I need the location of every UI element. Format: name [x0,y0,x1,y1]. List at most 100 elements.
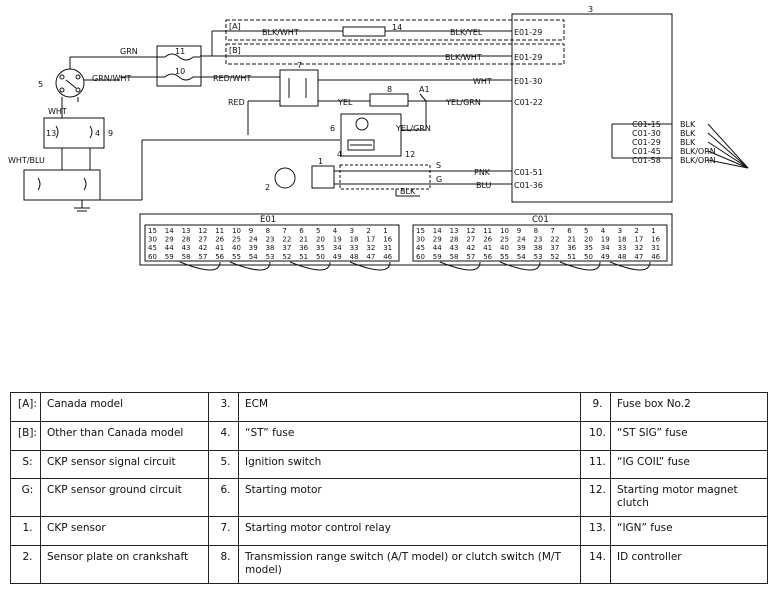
c01-pin-30: 30 [416,236,425,244]
e01-pin-12: 12 [198,227,207,235]
legend-key: [B]: [10,420,41,451]
e01-pin-38: 38 [266,244,275,252]
e01-pin-20: 20 [316,236,325,244]
num-14: 14 [392,23,402,32]
c01-pin-56: 56 [483,253,492,261]
e01-pin-21: 21 [299,236,308,244]
ground-terminal-3: C01-45 [632,147,661,156]
id-controller [342,26,386,37]
wire-label-g: G [436,175,442,184]
legend-key: G: [10,478,41,518]
e01-pin-40: 40 [232,244,241,252]
legend-key: 12. [580,478,611,518]
region-a-box [225,19,565,41]
c01-pin-4: 4 [601,227,606,235]
wire-label-blk-wht-a: BLK/WHT [262,28,299,37]
wire-label-pnk: PNK [474,168,491,177]
ecm-box [511,13,673,203]
c01-pin-10: 10 [500,227,509,235]
e01-pin-56: 56 [215,253,224,261]
e01-pin-18: 18 [350,236,359,244]
c01-pin-43: 43 [450,244,459,252]
legend-desc: ECM [238,392,581,422]
c01-pin-1: 1 [651,227,655,235]
e01-pin-44: 44 [165,244,174,252]
ground-terminal-4: C01-58 [632,156,661,165]
region-b-box [225,43,565,65]
legend-desc: Starting motor control relay [238,516,581,546]
legend-desc: “ST SIG” fuse [610,420,768,451]
fuse-block-10-11 [156,45,202,87]
c01-pin-21: 21 [567,236,576,244]
e01-pin-16: 16 [383,236,392,244]
connector-c01 [412,224,668,262]
ground-terminal-1: C01-30 [632,129,661,138]
wire-label-red: RED [228,98,245,107]
ground-wire-3: BLK/ORN [680,147,716,156]
c01-pin-55: 55 [500,253,509,261]
wire-label-yel-grn: YEL/GRN [445,98,481,107]
c01-pin-59: 59 [433,253,442,261]
e01-pin-46: 46 [383,253,392,261]
region-b-label: [B] [229,46,241,55]
c01-pin-14: 14 [433,227,442,235]
term-e01-29a: E01-29 [514,28,542,37]
legend-key: 10. [580,420,611,451]
c01-pin-5: 5 [584,227,588,235]
wire-label-yel: YEL [337,98,353,107]
num-9: 9 [108,129,113,138]
num-4b: 4 [337,150,342,159]
c01-pin-26: 26 [483,236,492,244]
c01-pin-22: 22 [550,236,559,244]
c01-pin-34: 34 [601,244,610,252]
e01-pin-53: 53 [266,253,275,261]
term-e01-30: E01-30 [514,77,542,86]
c01-pin-8: 8 [534,227,538,235]
c01-pin-49: 49 [601,253,610,261]
e01-pin-17: 17 [366,236,375,244]
connector-e01 [144,224,400,262]
ckp-sensor [311,165,335,189]
legend-key: 5. [208,449,239,480]
starting-motor-relay [279,69,319,107]
c01-pin-48: 48 [618,253,627,261]
wire-label-s: S [436,161,441,170]
num-4: 4 [95,129,100,138]
e01-pin-9: 9 [249,227,253,235]
term-e01-29b: E01-29 [514,53,542,62]
c01-pin-6: 6 [567,227,572,235]
e01-pin-26: 26 [215,236,224,244]
e01-pin-45: 45 [148,244,157,252]
wire-label-red-wht: RED/WHT [213,74,251,83]
num-3: 3 [588,5,593,14]
num-13: 13 [46,129,56,138]
c01-pin-12: 12 [466,227,475,235]
ground-wire-4: BLK/ORN [680,156,716,165]
legend-desc: Transmission range switch (A/T model) or… [238,544,581,585]
e01-pin-1: 1 [383,227,387,235]
connector-e01-title: E01 [260,215,276,225]
legend-desc: Starting motor [238,478,581,518]
e01-pin-34: 34 [333,244,342,252]
legend-key: 13. [580,516,611,546]
wire-label-wht-top: WHT [473,77,492,86]
c01-pin-33: 33 [618,244,627,252]
c01-pin-23: 23 [534,236,543,244]
e01-pin-6: 6 [299,227,304,235]
e01-pin-19: 19 [333,236,342,244]
num-11: 11 [175,47,185,56]
legend-desc: “IGN” fuse [610,516,768,546]
c01-pin-41: 41 [483,244,492,252]
e01-pin-22: 22 [282,236,291,244]
wire-label-blk-ground: BLK [400,187,416,196]
c01-pin-36: 36 [567,244,576,252]
c01-pin-51: 51 [567,253,576,261]
c01-pin-32: 32 [634,244,643,252]
num-8: 8 [387,85,392,94]
e01-pin-27: 27 [198,236,207,244]
